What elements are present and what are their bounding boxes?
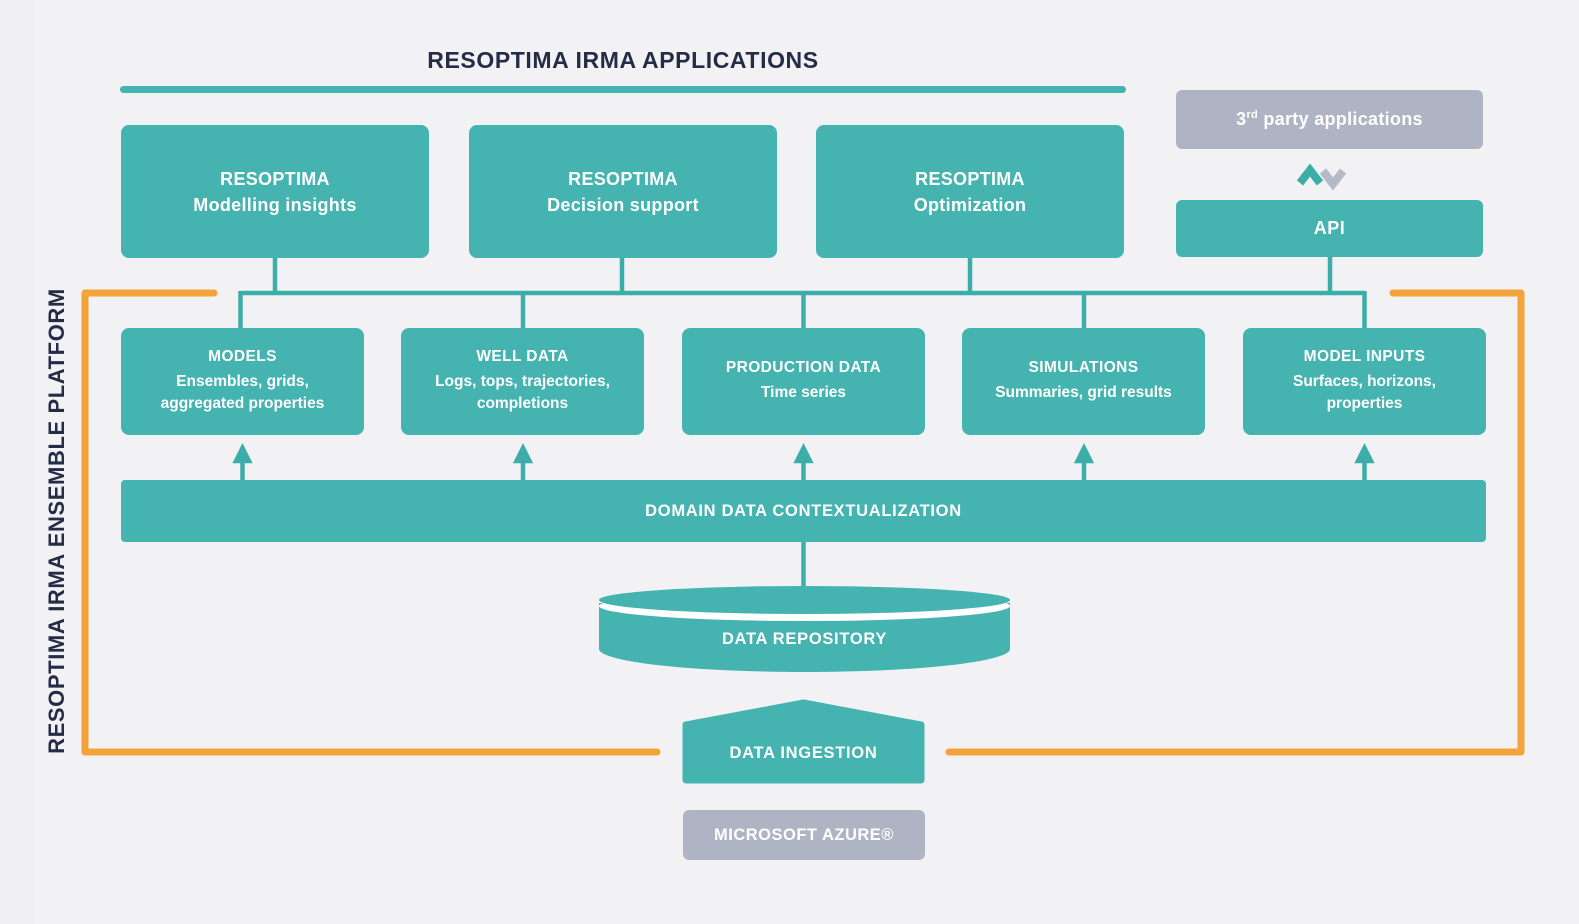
app-box-decision-support: RESOPTIMA Decision support — [469, 125, 777, 258]
data-box-models: MODELS Ensembles, grids, aggregated prop… — [121, 328, 364, 435]
data-box-model-inputs: MODEL INPUTS Surfaces, horizons, propert… — [1243, 328, 1486, 435]
data-box-title: SIMULATIONS — [1028, 359, 1139, 376]
data-box-production-data: PRODUCTION DATA Time series — [682, 328, 925, 435]
platform-label: RESOPTIMA IRMA ENSEMBLE PLATFORM — [44, 288, 69, 754]
domain-bar-label: DOMAIN DATA CONTEXTUALIZATION — [645, 501, 962, 520]
app-box-line2: Modelling insights — [193, 194, 357, 215]
data-box-subtitle: Logs, tops, trajectories, completions — [435, 373, 610, 412]
platform-bracket-right — [945, 289, 1525, 756]
data-repository-label: DATA REPOSITORY — [721, 630, 888, 648]
page-title: RESOPTIMA IRMA APPLICATIONS — [427, 47, 819, 73]
data-box-title: MODEL INPUTS — [1303, 348, 1426, 365]
data-box-subtitle: Ensembles, grids, aggregated properties — [160, 373, 325, 412]
app-box-optimization: RESOPTIMA Optimization — [816, 125, 1124, 258]
data-box-subtitle: Time series — [760, 384, 847, 401]
data-box-simulations: SIMULATIONS Summaries, grid results — [962, 328, 1205, 435]
app-box-line2: Decision support — [547, 194, 699, 215]
domain-data-contextualization-bar: DOMAIN DATA CONTEXTUALIZATION — [121, 480, 1486, 542]
platform-bracket-left — [81, 289, 661, 756]
third-party-label: 3rd party applications — [1236, 109, 1423, 129]
up-arrow-icon — [232, 442, 1375, 480]
data-ingestion-label: DATA INGESTION — [729, 744, 878, 762]
data-box-subtitle: Summaries, grid results — [995, 384, 1172, 401]
data-repository-cylinder — [599, 586, 1010, 672]
data-box-title: PRODUCTION DATA — [725, 359, 882, 376]
third-party-applications-box: 3rd party applications — [1176, 90, 1483, 149]
app-box-line2: Optimization — [913, 194, 1027, 215]
left-margin-strip — [0, 0, 35, 924]
chevron-down-icon — [1319, 168, 1347, 191]
data-box-subtitle: Surfaces, horizons, properties — [1293, 373, 1436, 412]
api-box: API — [1176, 200, 1483, 257]
title-underline — [120, 86, 1126, 93]
teal-connectors — [238, 256, 1367, 596]
data-ingestion-shape — [682, 699, 925, 784]
app-box-line1: RESOPTIMA — [220, 168, 330, 189]
microsoft-azure-box: MICROSOFT AZURE® — [683, 810, 925, 860]
data-box-well-data: WELL DATA Logs, tops, trajectories, comp… — [401, 328, 644, 435]
data-box-title: WELL DATA — [476, 348, 569, 365]
api-label: API — [1313, 218, 1346, 238]
app-box-line1: RESOPTIMA — [568, 168, 678, 189]
app-box-line1: RESOPTIMA — [915, 168, 1025, 189]
microsoft-azure-label: MICROSOFT AZURE® — [714, 825, 894, 844]
data-box-title: MODELS — [208, 348, 277, 365]
chevron-up-icon — [1296, 163, 1324, 186]
app-box-modelling-insights: RESOPTIMA Modelling insights — [121, 125, 429, 258]
